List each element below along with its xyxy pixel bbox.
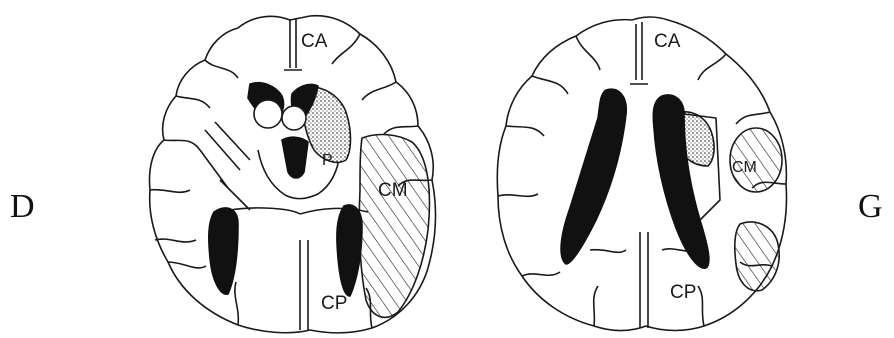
left-label-cp: CP bbox=[321, 293, 347, 314]
left-ventricle-posterior-right bbox=[337, 205, 362, 296]
left-label-ca: CA bbox=[301, 31, 328, 52]
left-caudate-right bbox=[282, 106, 306, 130]
left-midline-posterior bbox=[300, 240, 308, 330]
right-lesion-lower bbox=[735, 222, 779, 291]
left-brain-section bbox=[150, 16, 436, 333]
left-striations bbox=[200, 122, 250, 210]
left-caudate-left bbox=[254, 100, 282, 128]
left-label-p: P bbox=[322, 152, 333, 169]
left-label-cm: CM bbox=[378, 180, 408, 201]
right-label-cp: CP bbox=[670, 282, 696, 303]
right-label-cm: CM bbox=[732, 159, 757, 176]
left-ventricle-third bbox=[282, 137, 308, 178]
right-ventricle-left bbox=[561, 89, 626, 264]
left-midline-anterior bbox=[284, 18, 302, 70]
right-gyri-right bbox=[698, 54, 786, 326]
left-ventricle-posterior-left bbox=[209, 208, 238, 294]
right-midline-posterior bbox=[640, 232, 648, 328]
right-midline-anterior bbox=[630, 22, 648, 84]
right-label-ca: CA bbox=[654, 31, 681, 52]
